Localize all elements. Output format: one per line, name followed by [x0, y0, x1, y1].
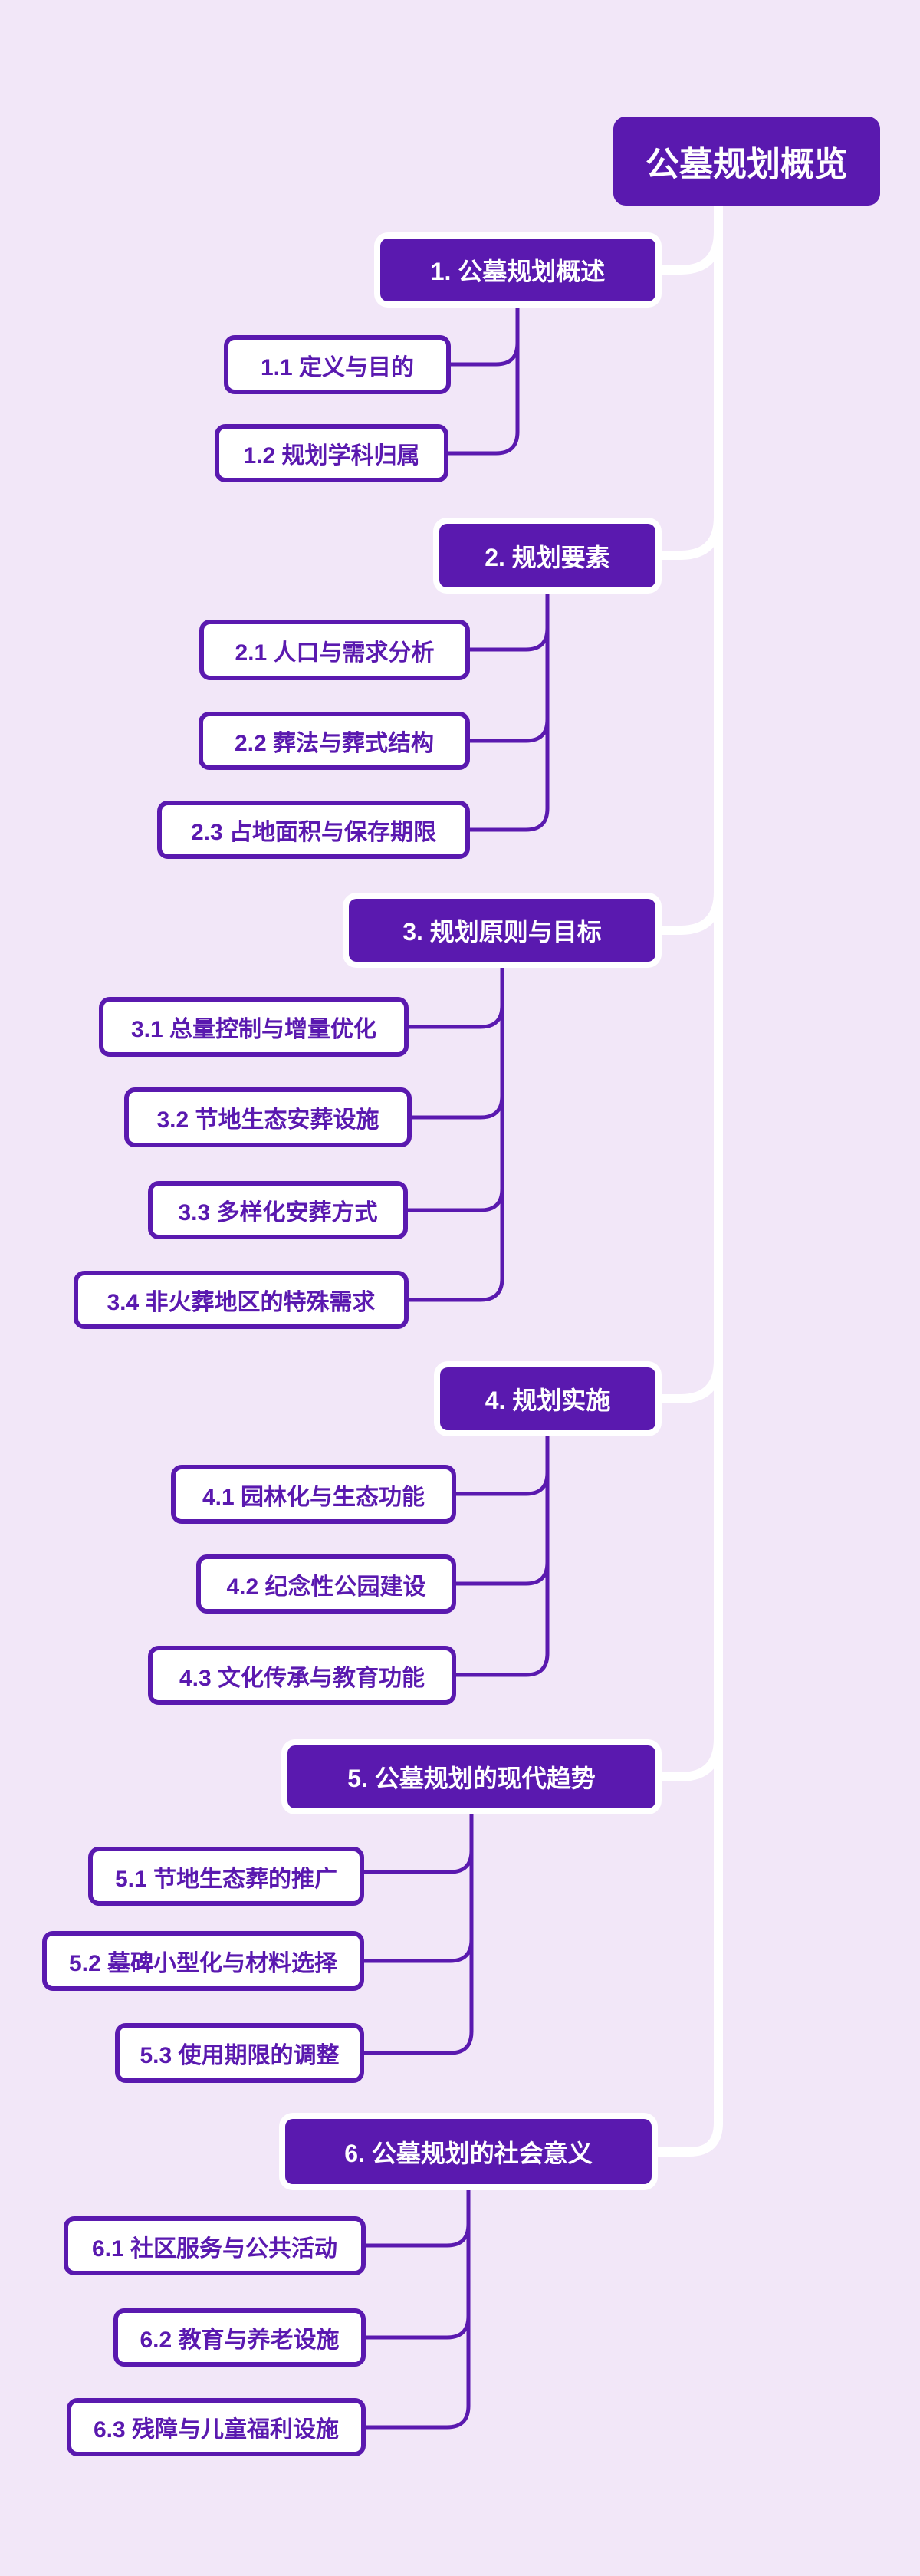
child-node-4-1[interactable]: 4.1 园林化与生态功能 [171, 1465, 456, 1524]
branch-node-3[interactable]: 3. 规划原则与目标 [349, 899, 656, 962]
branch-connector-1 [647, 227, 723, 275]
trunk-line [649, 193, 723, 2157]
child-node-3-1[interactable]: 3.1 总量控制与增量优化 [99, 997, 409, 1057]
child-node-3-3[interactable]: 3.3 多样化安葬方式 [148, 1181, 408, 1239]
child-connector-2-2 [468, 582, 550, 743]
branch-node-6[interactable]: 6. 公墓规划的社会意义 [285, 2119, 652, 2184]
child-node-5-2[interactable]: 5.2 墓碑小型化与材料选择 [42, 1931, 364, 1991]
child-connector-1-2 [446, 296, 520, 456]
child-connector-6-1 [363, 2179, 471, 2248]
child-node-2-3[interactable]: 2.3 占地面积与保存期限 [157, 801, 470, 859]
root-node[interactable]: 公墓规划概览 [613, 117, 880, 206]
child-connector-3-1 [406, 956, 504, 1029]
branch-node-1[interactable]: 1. 公墓规划概述 [380, 239, 656, 301]
branch-node-2[interactable]: 2. 规划要素 [439, 524, 656, 587]
branch-connector-4 [647, 1356, 723, 1403]
child-connector-4-3 [454, 1425, 550, 1677]
branch-connector-5 [647, 1734, 723, 1781]
child-connector-5-2 [362, 1803, 474, 1963]
branch-node-5[interactable]: 5. 公墓规划的现代趋势 [288, 1745, 656, 1808]
child-connector-5-1 [362, 1803, 474, 1874]
child-connector-4-1 [454, 1425, 550, 1496]
child-connector-3-4 [406, 956, 504, 1302]
child-node-2-1[interactable]: 2.1 人口与需求分析 [199, 620, 470, 680]
child-node-4-3[interactable]: 4.3 文化传承与教育功能 [148, 1646, 456, 1705]
child-connector-5-3 [362, 1803, 474, 2055]
child-node-4-2[interactable]: 4.2 纪念性公园建设 [196, 1554, 456, 1614]
branch-connector-2 [647, 512, 723, 560]
child-connector-3-2 [409, 956, 504, 1120]
child-connector-6-3 [363, 2179, 471, 2430]
child-node-5-3[interactable]: 5.3 使用期限的调整 [115, 2023, 364, 2083]
child-connector-2-3 [468, 582, 550, 832]
child-connector-1-1 [449, 296, 520, 367]
child-node-5-1[interactable]: 5.1 节地生态葬的推广 [88, 1847, 364, 1906]
child-node-2-2[interactable]: 2.2 葬法与葬式结构 [199, 712, 470, 770]
child-node-1-2[interactable]: 1.2 规划学科归属 [215, 424, 449, 482]
child-connector-6-2 [363, 2179, 471, 2340]
child-node-6-3[interactable]: 6.3 残障与儿童福利设施 [67, 2398, 366, 2456]
child-connector-4-2 [454, 1425, 550, 1586]
child-node-3-2[interactable]: 3.2 节地生态安葬设施 [124, 1087, 412, 1147]
child-node-3-4[interactable]: 3.4 非火葬地区的特殊需求 [74, 1271, 409, 1329]
child-connector-2-1 [468, 582, 550, 652]
child-node-1-1[interactable]: 1.1 定义与目的 [224, 335, 451, 394]
child-connector-3-3 [406, 956, 504, 1212]
branch-connector-3 [647, 887, 723, 935]
branch-node-4[interactable]: 4. 规划实施 [440, 1367, 656, 1430]
child-node-6-1[interactable]: 6.1 社区服务与公共活动 [64, 2216, 366, 2275]
child-node-6-2[interactable]: 6.2 教育与养老设施 [113, 2308, 366, 2367]
